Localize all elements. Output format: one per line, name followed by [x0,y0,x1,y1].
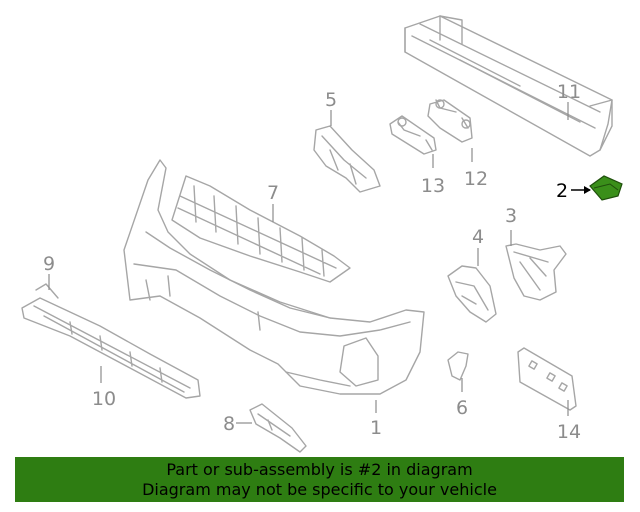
part-10-lower-grille[interactable] [21,297,201,399]
part-3-bracket[interactable] [505,243,567,301]
callout-1[interactable]: 1 [370,417,382,439]
info-banner: Part or sub-assembly is #2 in diagram Di… [15,457,624,502]
part-14-plate-bracket[interactable] [517,347,577,411]
callout-13[interactable]: 13 [421,175,445,197]
callout-4[interactable]: 4 [472,226,484,248]
part-11-beam[interactable] [404,15,613,157]
callout-3[interactable]: 3 [505,205,517,227]
callout-11[interactable]: 11 [557,81,581,103]
parts-diagram: 1 2 3 4 5 6 7 8 9 10 11 12 13 14 [21,15,623,453]
part-7-grille[interactable] [171,175,351,283]
callout-5[interactable]: 5 [325,89,337,111]
callout-2[interactable]: 2 [556,180,568,202]
part-9-trim-strip[interactable] [35,283,59,299]
callout-9[interactable]: 9 [43,253,55,275]
callout-12[interactable]: 12 [464,168,488,190]
callout-6[interactable]: 6 [456,397,468,419]
part-6-bracket[interactable] [447,351,469,381]
part-4-bracket[interactable] [447,265,497,323]
part-8-bracket[interactable] [249,403,307,453]
part-1-bumper-cover[interactable] [123,159,425,395]
callout-8[interactable]: 8 [223,413,235,435]
part-12-bracket[interactable] [427,99,473,143]
callout-14[interactable]: 14 [557,421,581,443]
banner-line-1: Part or sub-assembly is #2 in diagram [166,460,473,479]
callout-10[interactable]: 10 [92,388,116,410]
part-5-bracket[interactable] [313,125,381,193]
callout-7[interactable]: 7 [267,182,279,204]
part-2-highlighted[interactable] [589,175,623,201]
part-13-bracket[interactable] [389,115,437,155]
callout-leaders [48,102,591,424]
banner-line-2: Diagram may not be specific to your vehi… [142,480,497,499]
